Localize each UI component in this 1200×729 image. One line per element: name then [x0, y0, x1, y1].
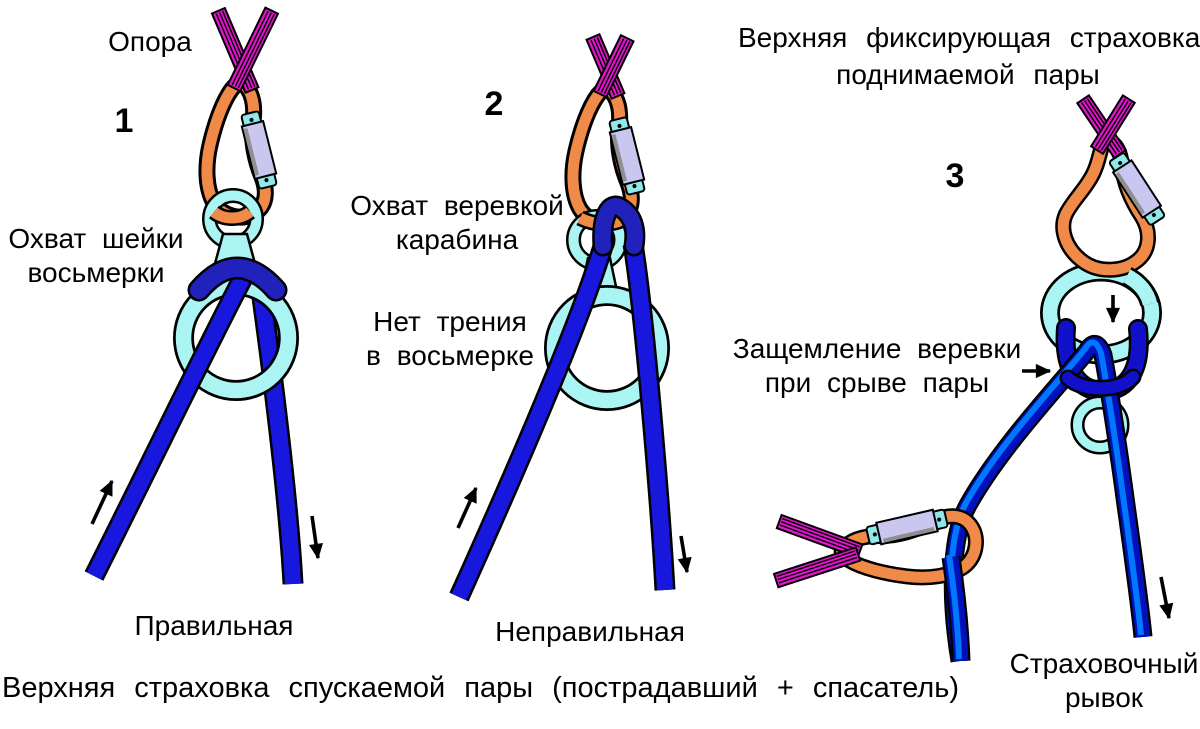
figure1-number: 1 — [114, 102, 134, 140]
figure2-friction-label: Нет трения в восьмерке — [355, 305, 545, 373]
figure3-jam-label: Защемление веревки при срыве пары — [729, 332, 1025, 400]
figure3-title: Верхняя фиксирующая страховка поднимаемо… — [738, 19, 1200, 93]
figure-eight-big-ring — [544, 285, 670, 411]
rope-load-strand — [84, 271, 254, 581]
locking-carabiner — [1055, 131, 1166, 278]
rope-free-strand — [622, 242, 676, 591]
carabiner-lock-sleeve — [865, 508, 949, 546]
anchor-sling — [210, 6, 280, 95]
sling-band — [226, 6, 280, 93]
locking-carabiner — [573, 88, 646, 223]
anchor-sling — [1075, 93, 1137, 160]
up-arrow-icon — [90, 479, 114, 525]
rope-wrap-on-carabiner — [592, 195, 646, 257]
carabiner-lock-sleeve — [1108, 152, 1166, 226]
sling-band — [772, 546, 862, 589]
label-line: восьмерки — [27, 257, 165, 288]
lower-locking-carabiner — [839, 507, 979, 586]
carabiner-lock-sleeve — [608, 116, 646, 196]
figure-3-rigging — [772, 93, 1174, 663]
label-line: Правильная — [134, 610, 294, 641]
label-line: Опора — [108, 26, 192, 57]
figure3-number: 3 — [945, 157, 965, 195]
figure2-number: 2 — [484, 85, 504, 123]
figure2-wrap-label: Охват веревкой карабина — [344, 189, 570, 257]
carabiner-through-ring-segment — [209, 205, 255, 226]
label-line: Охват веревкой — [350, 190, 564, 221]
figure1-technique-label: Охват шейки восьмерки — [0, 222, 192, 290]
locking-carabiner — [207, 82, 278, 217]
figure1-anchor-label: Опора — [92, 25, 208, 59]
rope-over-carabiner-segment — [941, 554, 971, 662]
ring-over-carabiner-segment — [1122, 267, 1160, 307]
rope-wrap-on-neck — [187, 256, 288, 302]
figure3-jerk-label: Страховочный рывок — [1006, 647, 1200, 715]
label-line: Страховочный — [1009, 648, 1199, 679]
label-line: поднимаемой пары — [836, 59, 1100, 90]
label-line: Нет трения — [373, 306, 527, 337]
label-line: Верхняя фиксирующая страховка — [738, 22, 1200, 53]
sling-band — [1089, 94, 1137, 156]
figure2-caption: Неправильная — [494, 615, 686, 649]
label-line: при срыве пары — [764, 367, 990, 398]
up-arrow-icon — [456, 486, 478, 529]
label-line: в восьмерке — [366, 340, 534, 371]
rope-jam-wrap-front — [1059, 368, 1142, 397]
sling-band — [592, 33, 635, 99]
label-line: Охват шейки — [8, 223, 184, 254]
figure-1-rigging — [84, 6, 324, 585]
down-arrow-icon — [308, 515, 324, 560]
rope-load-strand — [449, 239, 615, 602]
carabiner-lock-sleeve — [240, 110, 278, 190]
label-line: карабина — [395, 224, 519, 255]
figure-2-rigging — [449, 33, 692, 602]
label-line: Защемление веревки — [732, 333, 1022, 364]
figure1-caption: Правильная — [134, 609, 294, 643]
lower-sling — [772, 513, 864, 589]
bottom-caption: Верхняя страховка спускаемой пары (постр… — [2, 672, 959, 704]
label-line: Неправильная — [495, 616, 685, 647]
sling-band — [775, 513, 864, 559]
label-line: рывок — [1064, 682, 1144, 713]
down-arrow-icon — [1159, 576, 1174, 620]
down-arrow-icon — [677, 535, 692, 574]
anchor-sling — [585, 33, 635, 101]
